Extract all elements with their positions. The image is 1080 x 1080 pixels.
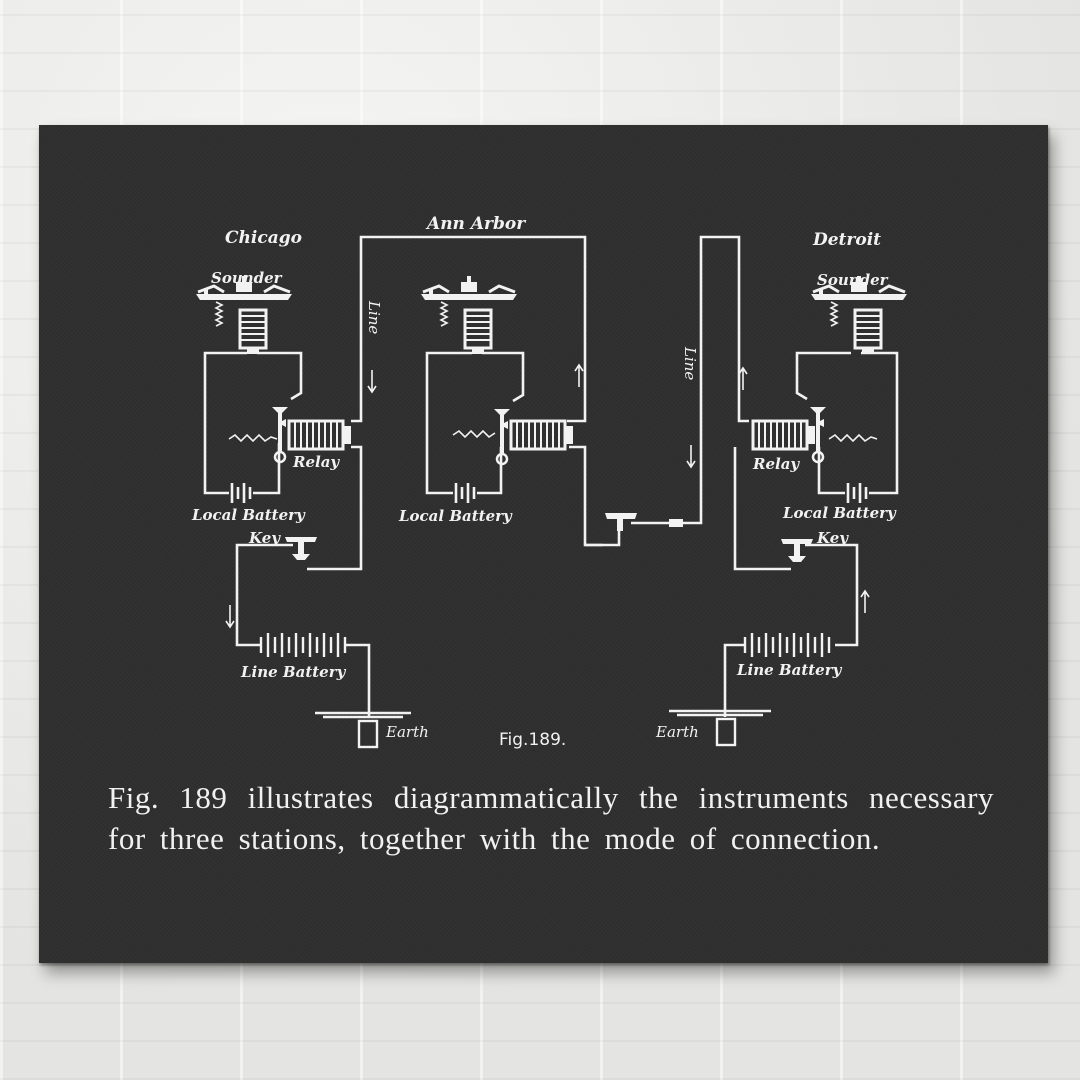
line-circuit-wires-chicago — [235, 235, 587, 647]
sounder-icon-chicago — [194, 274, 294, 356]
line-arrow-icon-chicago — [225, 370, 377, 629]
canvas-print: Chicago Sounder Relay Local Battery Key — [39, 125, 1048, 963]
sounder-label-detroit: Sounder — [817, 271, 889, 289]
caption-text: Fig. 189 illustrates diagrammatically th… — [108, 780, 994, 856]
relay-spring-icon-ann-arbor — [452, 429, 496, 439]
key-label-chicago: Key — [248, 529, 281, 547]
line-arrow-icon-ann-arbor — [574, 363, 696, 469]
relay-coil-icon-chicago — [287, 419, 353, 451]
line-battery-icon-detroit — [743, 633, 831, 657]
sounder-label-chicago: Sounder — [211, 269, 283, 287]
station-name-chicago: Chicago — [225, 228, 302, 248]
line-battery-label-detroit: Line Battery — [736, 661, 843, 679]
relay-label-detroit: Relay — [752, 455, 800, 473]
earth-plate-icon-chicago — [357, 719, 379, 749]
line-circuit-wires-detroit — [733, 447, 859, 647]
line-label-left: Line — [365, 300, 383, 334]
local-battery-icon-chicago — [230, 483, 252, 503]
relay-label-chicago: Relay — [292, 453, 340, 471]
local-battery-icon-detroit — [846, 483, 868, 503]
sounder-icon-detroit — [809, 274, 909, 356]
station-name-ann-arbor: Ann Arbor — [425, 214, 526, 234]
earth-label-detroit: Earth — [655, 723, 699, 741]
local-circuit-wires-chicago — [203, 351, 303, 495]
local-battery-label-chicago: Local Battery — [191, 506, 306, 524]
earth-ground-icon-detroit — [669, 709, 771, 717]
line-wires-ann-arbor — [569, 235, 749, 547]
relay-spring-icon-chicago — [228, 433, 278, 443]
earth-plate-icon-detroit — [715, 717, 737, 747]
line-label-right: Line — [681, 346, 699, 380]
figure-label: Fig.189. — [499, 730, 566, 750]
relay-coil-icon-ann-arbor — [509, 419, 575, 451]
earth-wire-detroit — [723, 643, 745, 717]
key-icon-chicago — [285, 537, 317, 560]
station-name-detroit: Detroit — [812, 230, 881, 250]
line-labels: Line Line — [365, 300, 699, 380]
local-circuit-wires-detroit — [795, 351, 899, 495]
key-label-detroit: Key — [816, 529, 849, 547]
earth-wire-chicago — [345, 643, 371, 717]
station-ann-arbor: Ann Arbor Local Battery — [398, 214, 749, 547]
telegraph-diagram: Chicago Sounder Relay Local Battery Key — [191, 214, 909, 750]
earth-label-chicago: Earth — [385, 723, 429, 741]
key-icon-detroit — [781, 539, 813, 562]
relay-coil-icon-detroit — [751, 419, 817, 451]
relay-spring-icon-detroit — [828, 433, 878, 443]
earth-ground-icon-chicago — [315, 711, 411, 719]
sounder-icon-ann-arbor — [419, 274, 519, 356]
line-battery-icon-chicago — [259, 633, 347, 657]
local-circuit-wires-ann-arbor — [425, 351, 525, 495]
line-battery-label-chicago: Line Battery — [240, 663, 347, 681]
switch-icon-ann-arbor — [585, 513, 683, 547]
line-arrow-icon-detroit — [738, 366, 870, 613]
station-detroit: Detroit Sounder Relay Local Battery Key — [655, 230, 909, 747]
local-battery-label-detroit: Local Battery — [782, 504, 897, 522]
local-battery-label-ann-arbor: Local Battery — [398, 507, 513, 525]
station-chicago: Chicago Sounder Relay Local Battery Key — [191, 228, 587, 749]
local-battery-icon-ann-arbor — [454, 483, 476, 503]
